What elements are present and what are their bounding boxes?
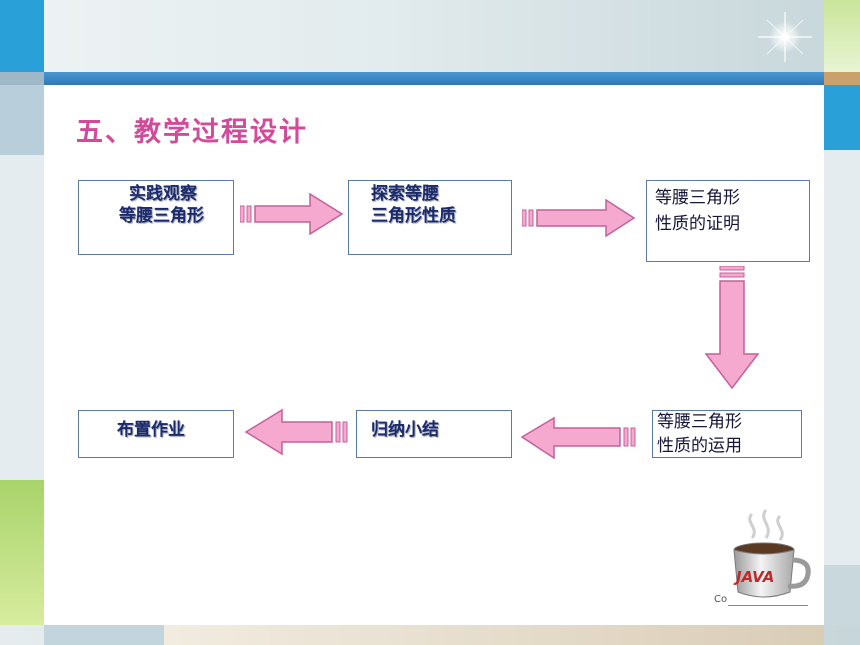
left-accent-blue	[0, 85, 44, 155]
step-box-homework[interactable]: 布置作业	[78, 410, 234, 458]
step-label: 布置作业	[117, 420, 185, 440]
header-bar-left	[0, 72, 44, 85]
block-arrow-left-icon	[244, 408, 348, 456]
left-accent-green	[0, 480, 44, 625]
logo-text: JAVA	[736, 568, 775, 586]
block-arrow-right-icon	[522, 198, 636, 238]
step-label: 等腰三角形	[655, 188, 740, 208]
block-arrow-right-icon	[240, 192, 344, 236]
step-box-apply[interactable]: 等腰三角形 性质的运用	[652, 410, 802, 458]
step-label: 实践观察	[129, 184, 197, 204]
step-label: 等腰三角形	[119, 206, 204, 226]
step-label: 性质的证明	[655, 214, 740, 234]
sparkle-icon	[758, 12, 812, 62]
logo-underline	[728, 605, 808, 606]
step-label: 归纳小结	[371, 420, 439, 440]
header-accent-lime	[824, 0, 860, 72]
right-accent-lower	[824, 565, 860, 625]
logo-footer-text: Co	[714, 594, 728, 605]
step-box-prove[interactable]: 等腰三角形 性质的证明	[646, 180, 810, 262]
step-label: 三角形性质	[371, 206, 456, 226]
step-box-explore[interactable]: 探索等腰 三角形性质	[348, 180, 512, 255]
header-accent-blue	[0, 0, 44, 72]
header-background	[0, 0, 860, 72]
header-bar-right	[824, 72, 860, 85]
slide-title: 五、教学过程设计	[76, 117, 308, 148]
step-label: 等腰三角形	[657, 412, 742, 432]
block-arrow-left-icon	[520, 416, 636, 460]
step-label: 性质的运用	[657, 436, 742, 456]
step-box-summarize[interactable]: 归纳小结	[356, 410, 512, 458]
java-coffee-cup-icon	[733, 509, 811, 598]
block-arrow-down-icon	[704, 266, 760, 390]
step-box-observe[interactable]: 实践观察 等腰三角形	[78, 180, 234, 255]
step-label: 探索等腰	[371, 184, 439, 204]
footer-accent-left	[44, 625, 164, 645]
header-bar	[44, 72, 824, 85]
right-accent-blue	[824, 85, 860, 150]
right-margin	[824, 85, 860, 625]
footer-accent-right	[164, 625, 824, 645]
